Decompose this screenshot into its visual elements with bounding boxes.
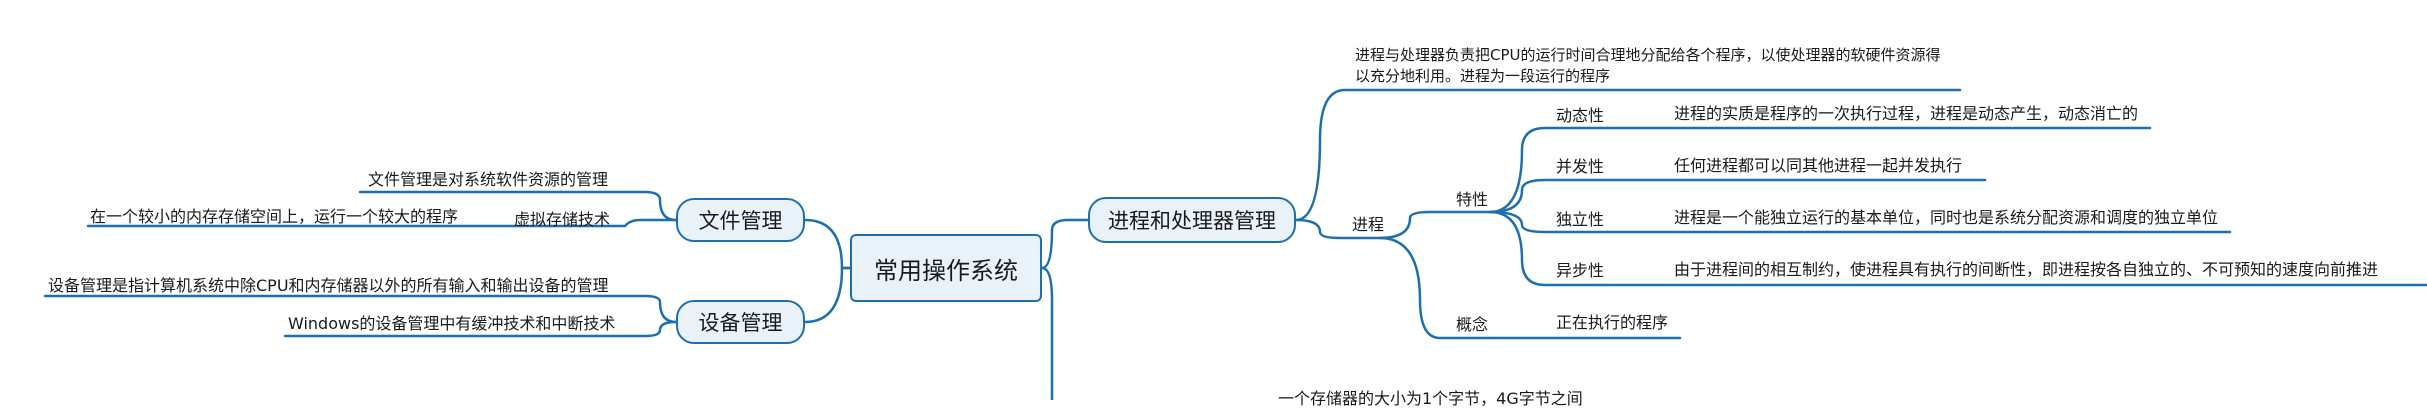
virtual-storage-desc: 在一个较小的内存存储空间上，运行一个较大的程序 bbox=[90, 207, 459, 226]
device-management-node[interactable]: 设备管理 bbox=[676, 300, 805, 344]
link-feat-ind bbox=[1488, 210, 1602, 234]
link-feat-conc bbox=[1488, 178, 1602, 214]
concept-label: 概念 bbox=[1456, 315, 1489, 334]
windows-device-desc: Windows的设备管理中有缓冲技术和中断技术 bbox=[288, 314, 616, 333]
process-management-desc: 进程与处理器负责把CPU的运行时间合理地分配给各个程序，以使处理器的软硬件资源得… bbox=[1355, 46, 1941, 85]
link-feat-asy bbox=[1488, 210, 1602, 287]
feature-dynamic-desc: 进程的实质是程序的一次执行过程，进程是动态产生，动态消亡的 bbox=[1674, 104, 2139, 123]
feature-async-desc: 由于进程间的相互制约，使进程具有执行的间断性，即进程按各自独立的、不可预知的速度… bbox=[1674, 260, 2379, 279]
link-root-down bbox=[1040, 266, 1054, 400]
mindmap-canvas: 常用操作系统 文件管理 文件管理是对系统软件资源的管理 虚拟存储技术 在一个较小… bbox=[43, 46, 2427, 408]
feature-independence-desc: 进程是一个能独立运行的基本单位，同时也是系统分配资源和调度的独立单位 bbox=[1674, 208, 2219, 227]
link-feat-dyn bbox=[1488, 126, 1602, 214]
feature-independence-name: 独立性 bbox=[1556, 210, 1605, 229]
feature-async-name: 异步性 bbox=[1556, 261, 1605, 280]
link-process-concept bbox=[1378, 236, 1492, 340]
link-device-desc bbox=[43, 294, 678, 324]
root-label: 常用操作系统 bbox=[874, 256, 1018, 285]
process-label: 进程 bbox=[1352, 215, 1385, 234]
root-node[interactable]: 常用操作系统 bbox=[850, 234, 1042, 302]
virtual-storage-label: 虚拟存储技术 bbox=[514, 210, 611, 229]
link-file-vm bbox=[518, 218, 678, 228]
link-pm-desc bbox=[1294, 88, 1962, 222]
feature-concurrency-desc: 任何进程都可以同其他进程一起并发执行 bbox=[1674, 156, 1963, 175]
device-management-label: 设备管理 bbox=[698, 311, 783, 335]
features-label: 特性 bbox=[1456, 190, 1489, 209]
process-management-label: 进程和处理器管理 bbox=[1108, 209, 1276, 233]
link-root-file bbox=[803, 218, 852, 270]
file-management-node[interactable]: 文件管理 bbox=[676, 198, 805, 242]
link-pm-process bbox=[1294, 218, 1382, 240]
device-management-desc: 设备管理是指计算机系统中除CPU和内存储器以外的所有输入和输出设备的管理 bbox=[48, 276, 609, 295]
link-process-features bbox=[1378, 210, 1492, 240]
file-management-desc: 文件管理是对系统软件资源的管理 bbox=[368, 170, 609, 189]
concept-desc: 正在执行的程序 bbox=[1556, 313, 1669, 332]
process-management-node[interactable]: 进程和处理器管理 bbox=[1088, 197, 1296, 243]
feature-concurrency-name: 并发性 bbox=[1556, 157, 1605, 176]
file-management-label: 文件管理 bbox=[698, 209, 783, 233]
feature-dynamic-name: 动态性 bbox=[1556, 106, 1605, 125]
storage-partial-text: 一个存储器的大小为1个字节，4G字节之间 bbox=[1278, 389, 1583, 408]
link-file-desc bbox=[358, 190, 678, 222]
link-device-win bbox=[283, 320, 678, 338]
mindmap-connectors bbox=[43, 88, 2427, 400]
link-root-device bbox=[803, 266, 852, 324]
link-root-process bbox=[1040, 218, 1090, 270]
